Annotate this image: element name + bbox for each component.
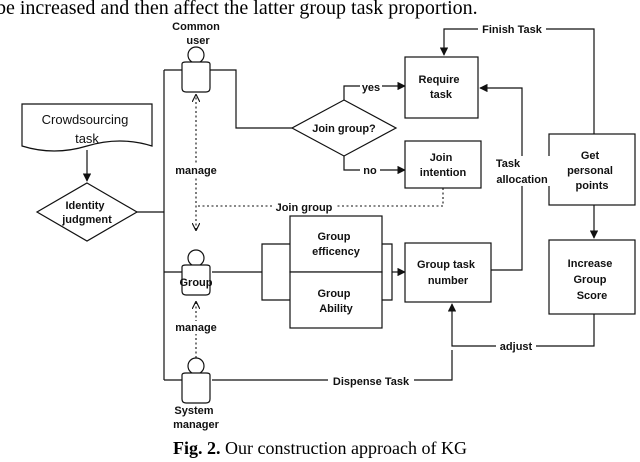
svg-text:Common user: Common user bbox=[172, 17, 224, 47]
group-task-number-node bbox=[404, 242, 492, 303]
edge-join-group bbox=[196, 188, 444, 207]
finish-task-label-bg bbox=[478, 23, 546, 36]
join-intention-line1: Join bbox=[430, 152, 453, 164]
edge-yes bbox=[343, 81, 406, 100]
edge-label-yes: yes bbox=[362, 82, 380, 94]
group-task-number-line1: Group task bbox=[417, 259, 476, 271]
system-manager-line1: System bbox=[174, 405, 213, 417]
get-personal-points-line2: personal bbox=[567, 165, 613, 177]
common-user-line1: Common bbox=[172, 21, 220, 33]
caption-label: Fig. 2. bbox=[173, 438, 221, 458]
adjust-label-bg bbox=[496, 340, 536, 353]
edge-label-join-group: Join group bbox=[276, 202, 333, 214]
group-efficiency-node bbox=[289, 215, 383, 273]
group-efficiency-line2: efficency bbox=[312, 246, 361, 258]
group-task-number-line2: number bbox=[428, 275, 469, 287]
join-group-label-bg bbox=[272, 200, 336, 213]
svg-text:Identity judgment: Identity judgment bbox=[61, 196, 112, 226]
edge-label-manage-bottom: manage bbox=[175, 322, 217, 334]
common-user-actor-icon bbox=[181, 46, 211, 93]
common-user-line2: user bbox=[186, 35, 210, 47]
figure-caption: Fig. 2. Our construction approach of KG bbox=[173, 438, 467, 458]
join-group-decision-label: Join group? bbox=[312, 123, 376, 135]
get-personal-points-line3: points bbox=[576, 180, 609, 192]
identity-judgment-line2: judgment bbox=[61, 214, 112, 226]
edge-label-task-allocation-line1: Task bbox=[496, 158, 521, 170]
manage-top-label-bg bbox=[172, 163, 222, 176]
get-personal-points-line1: Get bbox=[581, 150, 600, 162]
no-label-bg bbox=[360, 164, 380, 177]
svg-text:Crowdsourcing task: Crowdsourcing task bbox=[42, 111, 133, 146]
join-intention-line2: intention bbox=[420, 167, 467, 179]
task-allocation-label-bg bbox=[492, 156, 552, 186]
svg-text:Group Ability: Group Ability bbox=[318, 284, 355, 315]
edge-label-dispense-task: Dispense Task bbox=[333, 376, 410, 388]
system-manager-actor-icon bbox=[181, 357, 211, 404]
crowdsourcing-task-line1: Crowdsourcing bbox=[42, 112, 129, 127]
join-group-decision-node bbox=[290, 99, 398, 157]
dispense-task-label-bg bbox=[328, 374, 414, 387]
system-manager-line2: manager bbox=[173, 419, 220, 431]
group-efficiency-line1: Group bbox=[318, 231, 351, 243]
require-task-node bbox=[404, 56, 479, 119]
svg-text:Require task: Require task bbox=[419, 70, 464, 101]
identity-judgment-line1: Identity bbox=[65, 200, 105, 212]
edge-no bbox=[343, 156, 406, 175]
crowdsourcing-task-node bbox=[21, 103, 153, 152]
group-ability-line1: Group bbox=[318, 288, 351, 300]
manage-bottom-label-bg bbox=[172, 321, 222, 334]
edge-label-manage-top: manage bbox=[175, 165, 217, 177]
get-personal-points-node bbox=[548, 133, 636, 206]
increase-group-score-line2: Group bbox=[574, 274, 607, 286]
join-intention-node bbox=[404, 140, 482, 189]
identity-judgment-node bbox=[35, 182, 139, 242]
edge-user-to-join-group bbox=[210, 69, 292, 129]
yes-label-bg bbox=[360, 80, 382, 93]
svg-text:System manager: System manager bbox=[173, 401, 220, 431]
increase-group-score-node bbox=[548, 239, 636, 315]
left-bracket bbox=[261, 243, 290, 301]
group-ability-line2: Ability bbox=[319, 303, 353, 315]
svg-text:Task allocation: Task allocation bbox=[496, 154, 548, 186]
crowdsourcing-task-line2: task bbox=[75, 131, 99, 146]
svg-text:Increase Group Score: Increase Group Score bbox=[568, 254, 617, 302]
svg-text:Group task number: Group task number bbox=[417, 255, 479, 287]
edge-label-task-allocation-line2: allocation bbox=[496, 174, 548, 186]
group-actor-icon bbox=[181, 249, 211, 296]
top-text: be increased and then affect the latter … bbox=[0, 0, 478, 19]
increase-group-score-line3: Score bbox=[577, 290, 608, 302]
svg-text:Join intention: Join intention bbox=[420, 148, 467, 179]
group-ability-node bbox=[289, 271, 383, 329]
svg-text:Get personal points: Get personal points bbox=[567, 146, 617, 192]
edge-label-no: no bbox=[363, 165, 377, 177]
require-task-line2: task bbox=[430, 89, 453, 101]
edge-label-adjust: adjust bbox=[500, 341, 533, 353]
edge-dispense-task bbox=[212, 350, 453, 381]
edge-label-finish-task: Finish Task bbox=[482, 24, 543, 36]
group-label: Group bbox=[180, 277, 213, 289]
right-bracket bbox=[382, 243, 393, 301]
svg-text:Group efficency: Group efficency bbox=[312, 227, 361, 258]
caption-text: Our construction approach of KG bbox=[221, 438, 467, 458]
require-task-line1: Require bbox=[419, 74, 460, 86]
increase-group-score-line1: Increase bbox=[568, 258, 613, 270]
